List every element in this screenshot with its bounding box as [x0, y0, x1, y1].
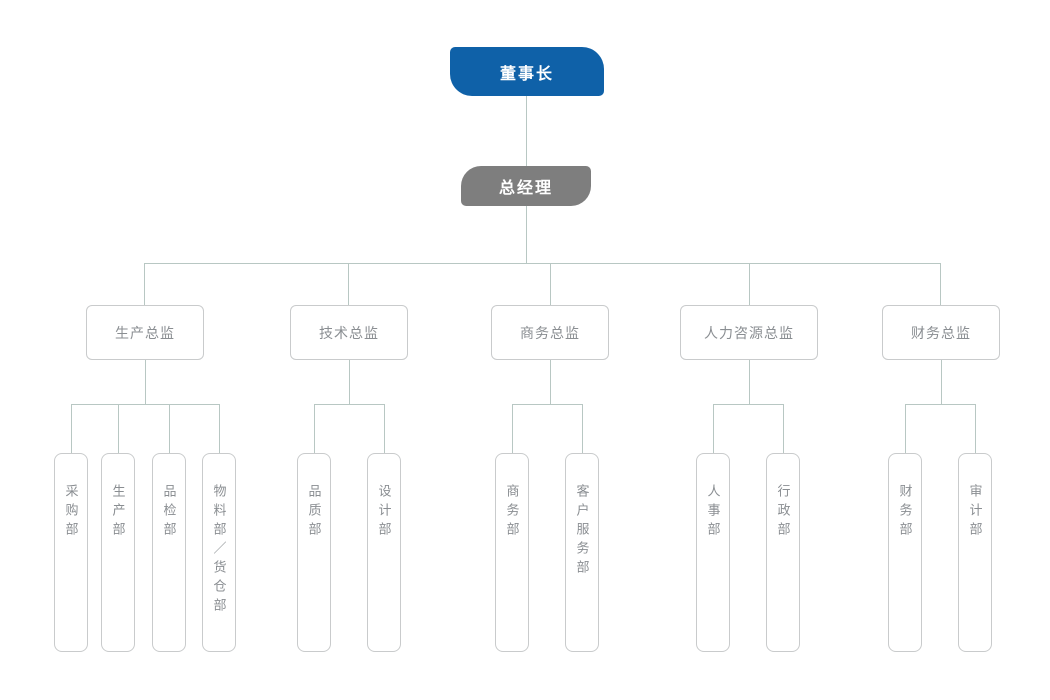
dept-label: 审计部: [967, 484, 983, 541]
connector-line: [526, 96, 527, 166]
connector-line: [975, 404, 976, 453]
connector-line: [169, 404, 170, 453]
dept-label: 设计部: [376, 484, 392, 541]
connector-line: [941, 360, 942, 404]
connector-line: [219, 404, 220, 453]
connector-line: [940, 263, 941, 305]
director-label: 财务总监: [911, 324, 971, 341]
connector-line: [314, 404, 384, 405]
director-label: 技术总监: [319, 324, 379, 341]
connector-line: [144, 263, 941, 264]
connector-line: [550, 263, 551, 305]
node-dept-finance: 财务部: [888, 453, 922, 652]
node-director-finance: 财务总监: [882, 305, 1000, 360]
node-dept-personnel: 人事部: [696, 453, 730, 652]
node-general-manager-label: 总经理: [498, 180, 553, 197]
node-chairman: 董事长: [450, 47, 604, 96]
connector-line: [512, 404, 582, 405]
dept-label: 品质部: [306, 484, 322, 541]
connector-line: [749, 360, 750, 404]
connector-line: [349, 360, 350, 404]
dept-label: 行政部: [775, 484, 791, 541]
connector-line: [905, 404, 906, 453]
dept-label: 品检部: [161, 484, 177, 541]
node-dept-commerce: 商务部: [495, 453, 529, 652]
node-dept-audit: 审计部: [958, 453, 992, 652]
connector-line: [526, 206, 527, 263]
connector-line: [713, 404, 714, 453]
connector-line: [384, 404, 385, 453]
connector-line: [71, 404, 219, 405]
director-label: 商务总监: [520, 324, 580, 341]
connector-line: [348, 263, 349, 305]
node-dept-customer-service: 客户服务部: [565, 453, 599, 652]
node-dept-purchasing: 采购部: [54, 453, 88, 652]
dept-label: 人事部: [705, 484, 721, 541]
node-dept-quality-inspection: 品检部: [152, 453, 186, 652]
connector-line: [550, 360, 551, 404]
dept-label: 采购部: [63, 484, 79, 541]
connector-line: [713, 404, 783, 405]
node-dept-materials-warehouse: 物料部／货仓部: [202, 453, 236, 652]
connector-line: [314, 404, 315, 453]
node-dept-design: 设计部: [367, 453, 401, 652]
connector-line: [582, 404, 583, 453]
node-director-production: 生产总监: [86, 305, 204, 360]
director-label: 生产总监: [115, 324, 175, 341]
node-chairman-label: 董事长: [499, 65, 554, 83]
connector-line: [905, 404, 975, 405]
dept-label: 生产部: [110, 484, 126, 541]
node-director-technology: 技术总监: [290, 305, 408, 360]
node-general-manager: 总经理: [461, 166, 591, 206]
dept-label: 客户服务部: [574, 484, 590, 579]
connector-line: [512, 404, 513, 453]
director-label: 人力咨源总监: [704, 324, 794, 341]
dept-label: 商务部: [504, 484, 520, 541]
connector-line: [71, 404, 72, 453]
node-dept-administration: 行政部: [766, 453, 800, 652]
dept-label: 物料部／货仓部: [211, 484, 227, 617]
connector-line: [749, 263, 750, 305]
connector-line: [144, 263, 145, 305]
connector-line: [783, 404, 784, 453]
node-director-hr: 人力咨源总监: [680, 305, 818, 360]
node-dept-production: 生产部: [101, 453, 135, 652]
connector-line: [145, 360, 146, 404]
dept-label: 财务部: [897, 484, 913, 541]
node-dept-quality: 品质部: [297, 453, 331, 652]
connector-line: [118, 404, 119, 453]
node-director-business: 商务总监: [491, 305, 609, 360]
